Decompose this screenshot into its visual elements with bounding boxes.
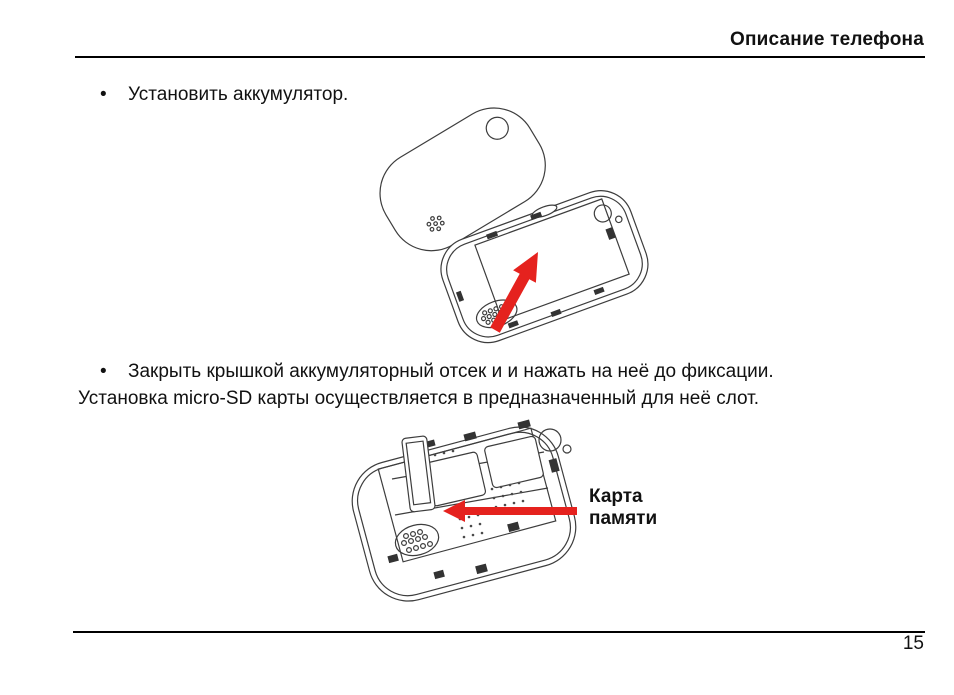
footer-rule xyxy=(73,631,925,633)
memory-card-label-line2: памяти xyxy=(589,508,658,529)
page-title: Описание телефона xyxy=(730,29,924,50)
memory-card-arrow-icon xyxy=(443,500,577,522)
bullet-icon: • xyxy=(100,361,107,382)
page-number: 15 xyxy=(902,633,924,654)
battery-direction-arrow-icon xyxy=(490,252,538,333)
battery-installation-figure xyxy=(379,107,649,344)
list-item: • Закрыть крышкой аккумуляторный отсек и… xyxy=(100,361,774,383)
list-item: • Установить аккумулятор. xyxy=(100,84,348,106)
speaker-icon xyxy=(394,523,440,557)
bullet-icon: • xyxy=(100,84,107,105)
memory-card-figure xyxy=(351,419,577,602)
cover-speaker-dots-icon xyxy=(426,215,445,232)
list-item-text: Закрыть крышкой аккумуляторный отсек и и… xyxy=(128,361,774,382)
list-item-text: Установить аккумулятор. xyxy=(128,84,349,105)
speaker-dots-icon xyxy=(400,528,433,554)
body-paragraph: Установка micro-SD карты осуществляется … xyxy=(78,388,760,409)
camera-lens-icon xyxy=(538,428,562,452)
memory-card-drawing xyxy=(401,435,436,513)
latch-clips xyxy=(455,211,616,329)
battery-cover-drawing xyxy=(379,107,546,252)
camera-lens-icon xyxy=(593,204,612,223)
memory-card-label: Карта памяти xyxy=(589,486,657,530)
phone-body-drawing xyxy=(440,190,649,344)
camera-hole-icon xyxy=(485,116,509,140)
header-rule xyxy=(75,56,925,58)
memory-card-label-line1: Карта xyxy=(589,486,643,507)
